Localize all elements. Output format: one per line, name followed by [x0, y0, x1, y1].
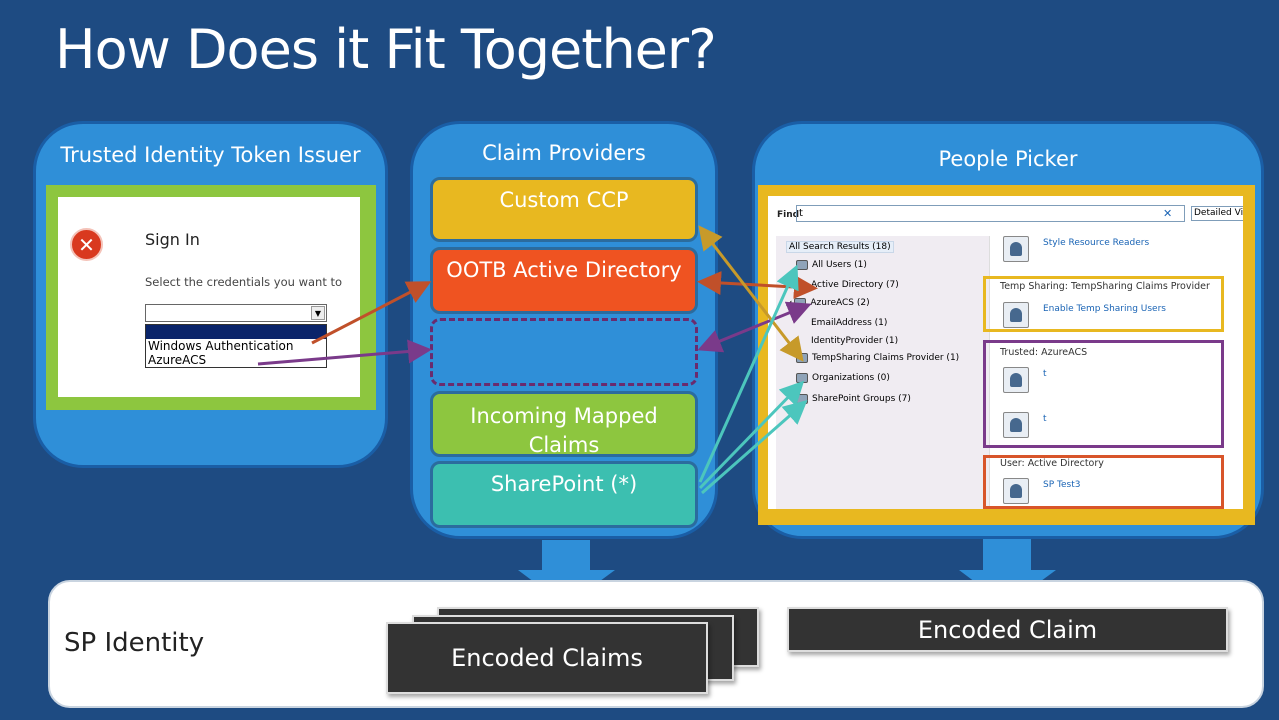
signin-dialog: ✕ Sign In Select the credentials you wan…	[58, 197, 360, 397]
people-picker-title: People Picker	[938, 147, 1078, 171]
arrow-sharepoint-to-all-users	[698, 264, 799, 483]
ootb-active-directory-box: OOTB Active Directory	[430, 247, 698, 314]
encoded-claims-card: Encoded Claims	[386, 622, 708, 694]
chevron-down-icon[interactable]: ▼	[311, 306, 325, 320]
person-icon	[1003, 367, 1029, 393]
page-title: How Does it Fit Together?	[55, 18, 717, 81]
trusted-identity-title: Trusted Identity Token Issuer	[60, 143, 361, 167]
sp-identity-label: SP Identity	[64, 628, 205, 658]
signin-prompt: Select the credentials you want to	[145, 275, 343, 289]
tree-item-active-directory[interactable]: Active Directory (7)	[811, 280, 899, 290]
find-label: Find	[777, 210, 800, 220]
tree-item-email-address[interactable]: EmailAddress (1)	[811, 318, 888, 328]
claim-providers-title: Claim Providers	[482, 141, 646, 165]
result-enable-temp-sharing[interactable]: Enable Temp Sharing Users	[1043, 304, 1166, 314]
group-heading-temp-sharing: Temp Sharing: TempSharing Claims Provide…	[1000, 281, 1210, 292]
arrow-sharepoint-to-organizations	[698, 380, 805, 490]
sharepoint-box: SharePoint (*)	[430, 461, 698, 528]
result-trusted-t-2[interactable]: t	[1043, 414, 1047, 424]
credentials-select[interactable]: ▼	[145, 304, 327, 322]
arrow-windows-to-ootb	[311, 281, 432, 345]
person-icon	[1003, 412, 1029, 438]
highlight-temp-sharing	[983, 276, 1224, 332]
person-icon	[1003, 478, 1029, 504]
error-icon: ✕	[70, 228, 103, 261]
person-icon	[1003, 302, 1029, 328]
incoming-mapped-claims-box: Incoming Mapped Claims	[430, 391, 698, 457]
signin-heading: Sign In	[145, 230, 200, 249]
incoming-mapped-claims-label: Incoming Mapped Claims	[470, 404, 658, 457]
dropdown-option-windows[interactable]: Windows Authentication	[148, 339, 294, 353]
down-arrow-claim-providers	[518, 540, 615, 606]
arrow-azureacs-to-provider	[257, 339, 432, 366]
highlight-user-ad	[983, 455, 1224, 509]
result-style-resource-readers[interactable]: Style Resource Readers	[1043, 238, 1150, 248]
person-icon	[1003, 236, 1029, 262]
custom-ccp-box: Custom CCP	[430, 177, 698, 242]
group-heading-trusted-azureacs: Trusted: AzureACS	[1000, 347, 1088, 358]
arrow-ootb-to-active-directory	[697, 271, 818, 299]
encoded-claim-card: Encoded Claim	[787, 607, 1228, 652]
result-sp-test3[interactable]: SP Test3	[1043, 480, 1081, 490]
arrow-custom-to-temp-sharing	[698, 225, 804, 362]
close-icon[interactable]: ✕	[1163, 207, 1173, 220]
dropdown-highlight-row[interactable]	[146, 325, 326, 339]
view-select[interactable]: Detailed Vi	[1191, 206, 1243, 221]
result-trusted-t-1[interactable]: t	[1043, 369, 1047, 379]
arrow-provider-to-azureacs	[697, 301, 812, 353]
group-heading-user-ad: User: Active Directory	[1000, 458, 1104, 469]
dropdown-option-azureacs[interactable]: AzureACS	[148, 353, 207, 367]
tree-item-identity-provider[interactable]: IdentityProvider (1)	[811, 336, 899, 346]
arrow-sharepoint-to-sharepoint-groups	[701, 400, 808, 495]
highlight-trusted-azureacs	[983, 340, 1224, 448]
find-input[interactable]: t	[796, 205, 1185, 222]
